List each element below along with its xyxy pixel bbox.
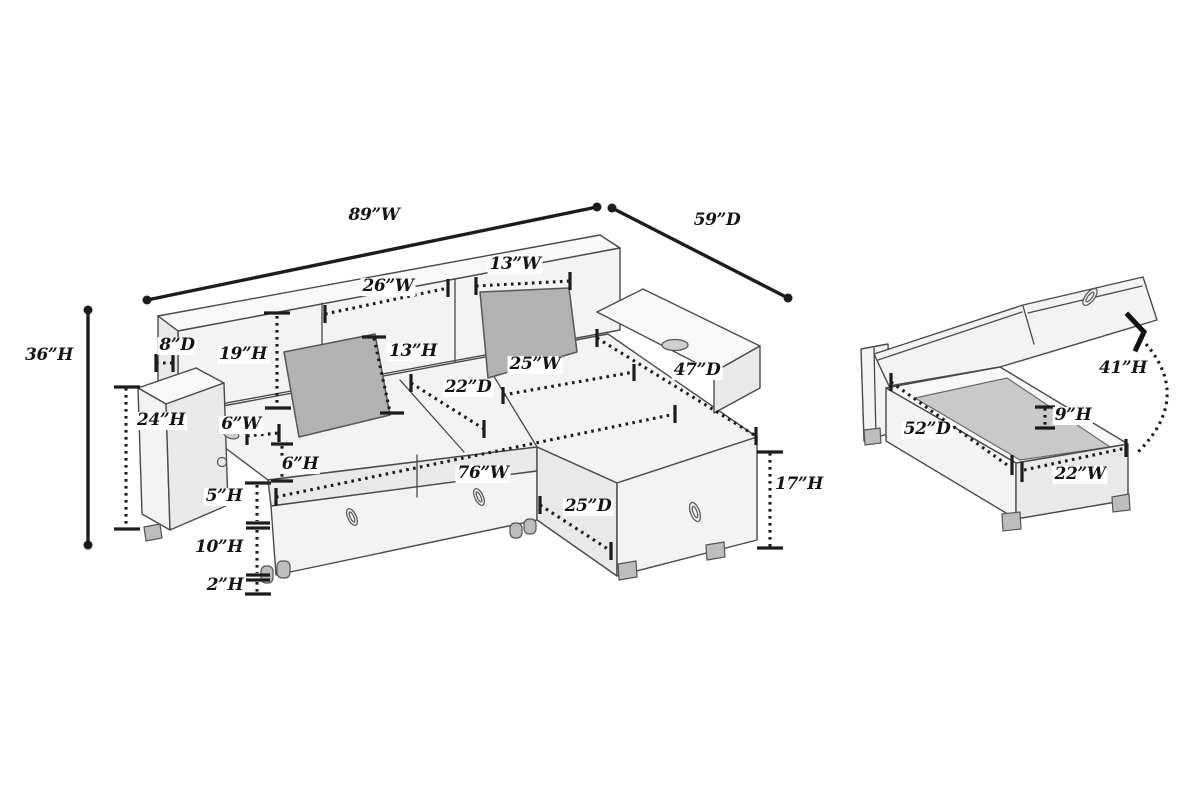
dim-19h-line [264,311,291,410]
dim-26w-line [323,279,450,323]
pull-handle [345,508,359,526]
dim-label-52d: 52”D [901,419,953,440]
chaise-foot [863,427,882,446]
caster-wheel [523,518,537,535]
dim-label-8d: 8”D [157,335,197,356]
dim-25w-line [501,364,636,404]
console-armrest-front [713,345,761,414]
arm-panel-edge [873,347,877,439]
dim-13h-line [362,335,404,415]
dim-label-25d: 25”D [562,496,614,517]
dim-label-13h: 13”H [387,341,439,362]
lid-handle [1082,287,1098,307]
dim-24h-line [114,385,140,531]
dim-label-22w: 22”W [1052,464,1108,485]
dim-17h-line [757,450,783,550]
dim-label-13w: 13”W [487,254,543,275]
lid-edge [877,311,1023,361]
dim-76w-line [274,405,677,506]
dim-9h-line [1035,405,1055,430]
chaise-foot [1001,511,1022,532]
chaise-seam [489,369,538,448]
dim-25d-line [538,496,613,560]
storage-chaise-illustration [860,276,1158,532]
pull-handle [688,501,702,523]
dim-89w-line [142,202,602,305]
dim-8d-line [154,354,175,372]
dim-59d-line [607,203,793,303]
dim-label-76w: 76”W [455,463,511,484]
dim-label-6h: 6”H [279,454,321,475]
dim-label-22d: 22”D [442,377,494,398]
caster-wheel [509,522,523,539]
dim-label-47d: 47”D [671,360,723,381]
dim-label-5h: 5”H [203,486,245,507]
cup-holder [661,338,689,352]
pull-handle [472,488,486,506]
chaise-foot [1111,493,1131,513]
caster-wheel [276,560,291,579]
dim-label-17h: 17”H [773,474,825,495]
dim-label-2h: 2”H [204,575,246,596]
lid-seam [1022,305,1035,345]
dim-height-stack-line [245,481,271,596]
dim-label-9h: 9”H [1052,405,1094,426]
dim-47d-line [595,329,758,445]
chaise-dimension-lines [889,311,1169,482]
dim-22w-line [1020,439,1128,482]
dim-label-24h: 24”H [135,410,187,431]
dim-label-36h: 36”H [23,345,75,366]
sofa-foot [705,541,726,561]
sofa-foot [617,560,638,581]
dim-22d-line [409,374,486,438]
dim-label-59d: 59”D [691,210,743,231]
dim-label-89w: 89”W [346,205,402,226]
chaise-front-right [616,436,758,577]
dim-label-25w: 25”W [507,354,563,375]
dim-label-26w: 26”W [360,276,416,297]
pillow-right [479,287,578,379]
dim-13w-line [474,272,572,295]
dim-41h-arc [1124,311,1169,454]
dim-label-41h: 41”H [1097,358,1149,379]
dim-label-10h: 10”H [193,537,245,558]
pillow-left [283,333,391,438]
dim-label-19h: 19”H [217,344,269,365]
left-arm-front-right [165,382,229,531]
arm-screw [216,456,228,468]
dim-52d-line [889,373,1014,475]
dim-36h-line [83,305,93,550]
sofa-foot [143,523,163,542]
dim-label-6w: 6”W [219,414,263,435]
